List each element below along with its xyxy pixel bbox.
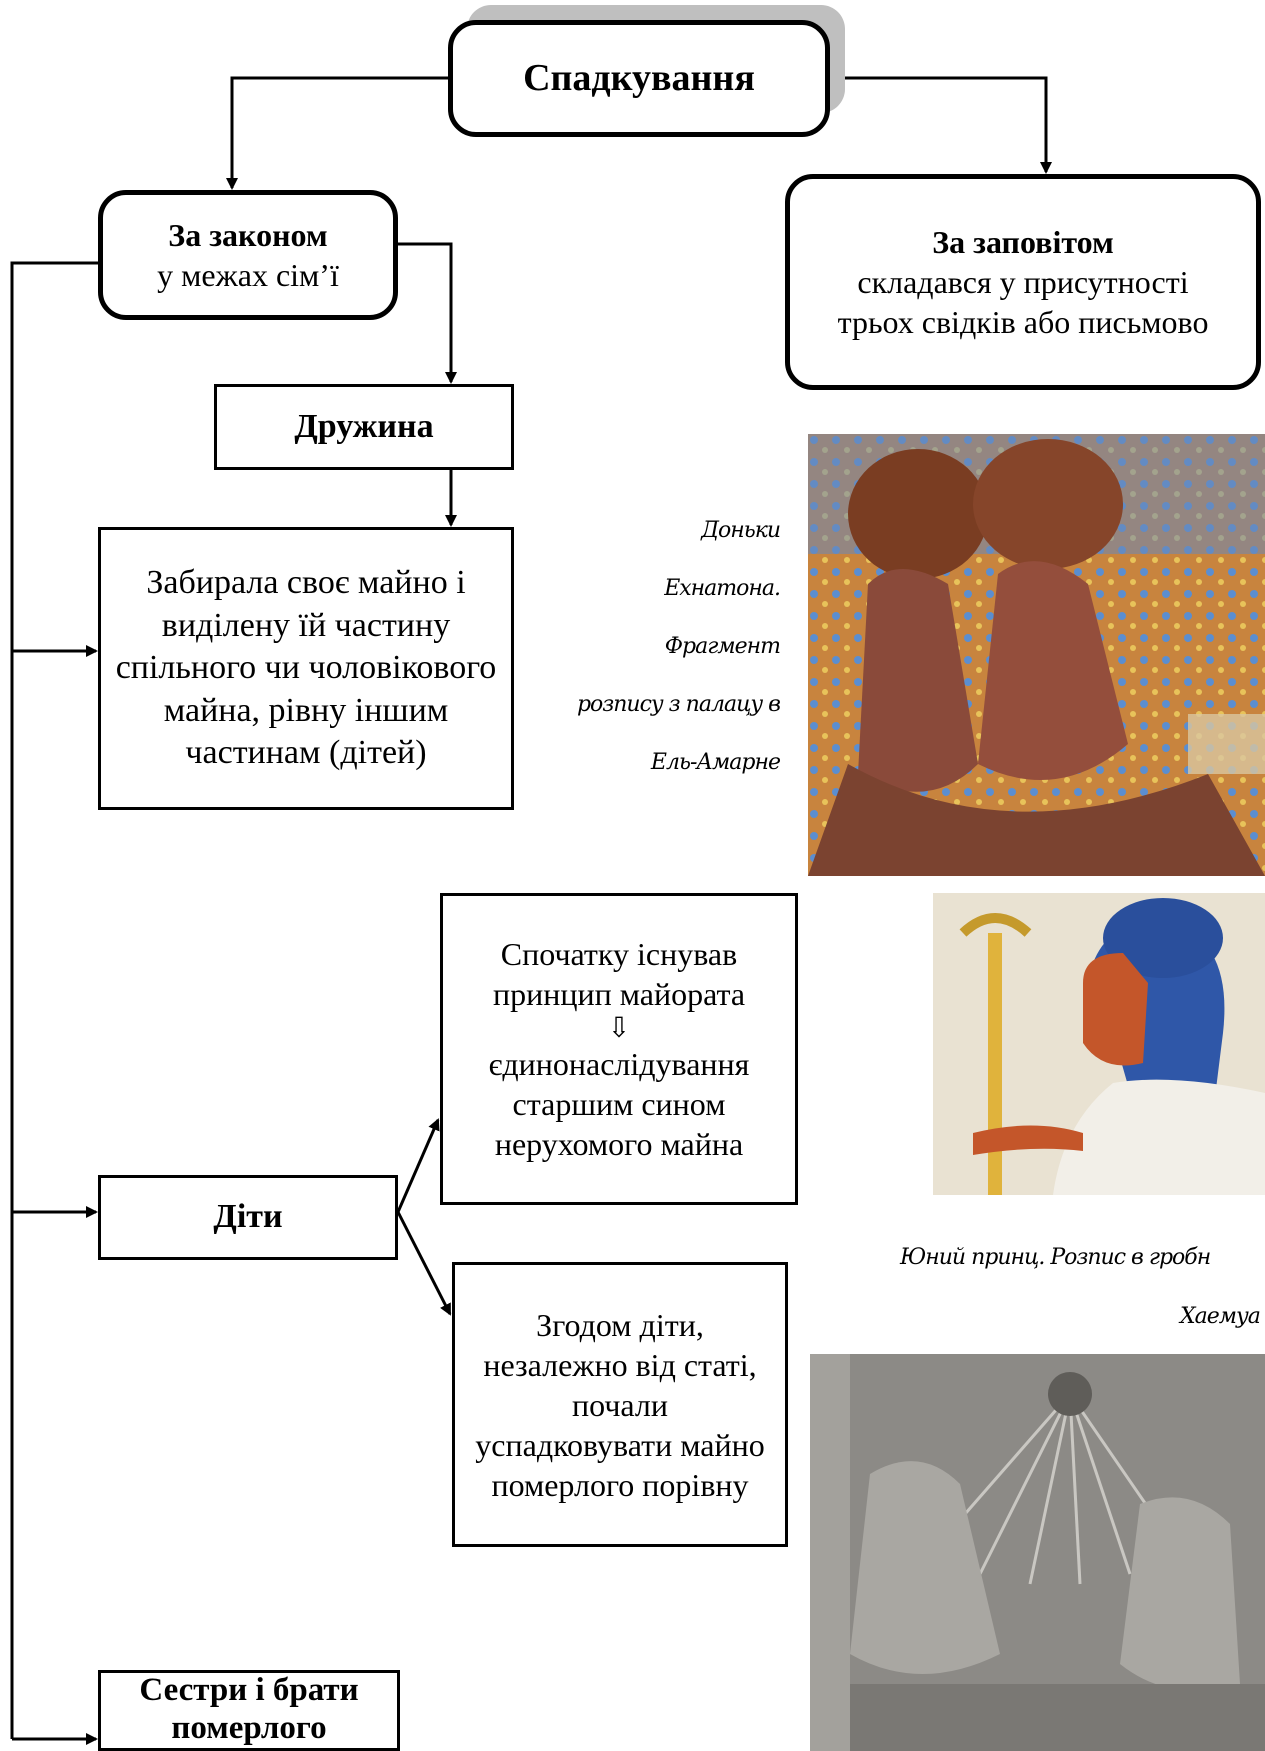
daughters-caption: Доньки Ехнатона. Фрагмент розпису з пала… <box>520 518 781 810</box>
majorat-line3: єдинонаслідування <box>488 1046 750 1083</box>
wife-detail-box: Забирала своє майно і виділену їй частин… <box>98 527 514 810</box>
equal-box: Згодом діти, незалежно від статі, почали… <box>452 1262 788 1547</box>
by-law-title: За законом <box>168 217 328 253</box>
siblings-box <box>98 1670 400 1751</box>
siblings-label: Сестри і брати померлого <box>139 1672 359 1746</box>
caption-line-4: розпису з палацу в <box>576 692 781 717</box>
caption-line-3: Фрагмент <box>664 634 781 659</box>
root-box: Спадкування <box>448 20 830 137</box>
majorat-box: Спочатку існував принцип майората ⇩ єдин… <box>440 893 798 1205</box>
daughters-fresco-image <box>808 434 1265 876</box>
prince-caption-1: Юний принц. Розпис в гробн <box>900 1245 1211 1270</box>
wife-label: Дружина <box>294 407 434 445</box>
akhenaten-relief-image <box>810 1354 1265 1751</box>
majorat-line5: нерухомого майна <box>494 1126 744 1163</box>
by-law-box: За законом у межах сім’ї <box>98 190 398 320</box>
siblings-box-inner: Сестри і брати померлого <box>98 1670 400 1750</box>
wife-detail-text: Забирала своє майно і виділену їй частин… <box>115 564 497 772</box>
prince-caption-2: Хаемуа <box>1180 1304 1261 1329</box>
equal-text: Згодом діти, незалежно від статі, почали… <box>475 1306 765 1503</box>
prince-painting-image <box>933 893 1265 1195</box>
by-will-text: складався у присутності трьох свідків аб… <box>837 264 1209 340</box>
arrow-children-to-equal <box>396 1211 452 1316</box>
majorat-line2: принцип майората <box>492 975 746 1012</box>
arrow-root-to-will <box>830 76 1052 174</box>
arrow-children-to-majorat <box>396 1118 440 1213</box>
children-box: Діти <box>98 1175 398 1260</box>
by-will-title: За заповітом <box>932 224 1114 260</box>
wife-box: Дружина <box>214 384 514 470</box>
caption-line-5: Ель-Амарне <box>650 750 781 775</box>
arrow-root-to-law <box>226 76 448 190</box>
majorat-line1: Спочатку існував <box>500 935 738 972</box>
root-label: Спадкування <box>523 56 755 99</box>
caption-line-2: Ехнатона. <box>664 576 781 601</box>
down-arrow-icon: ⇩ <box>607 1012 631 1044</box>
by-will-box: За заповітом складався у присутності трь… <box>785 174 1261 390</box>
children-label: Діти <box>213 1198 283 1236</box>
arrow-law-to-wife <box>398 242 457 384</box>
trunk-line <box>10 261 98 1739</box>
majorat-line4: старшим сином <box>512 1086 726 1123</box>
caption-line-1: Доньки <box>701 518 781 543</box>
by-law-subtitle: у межах сім’ї <box>157 257 339 293</box>
